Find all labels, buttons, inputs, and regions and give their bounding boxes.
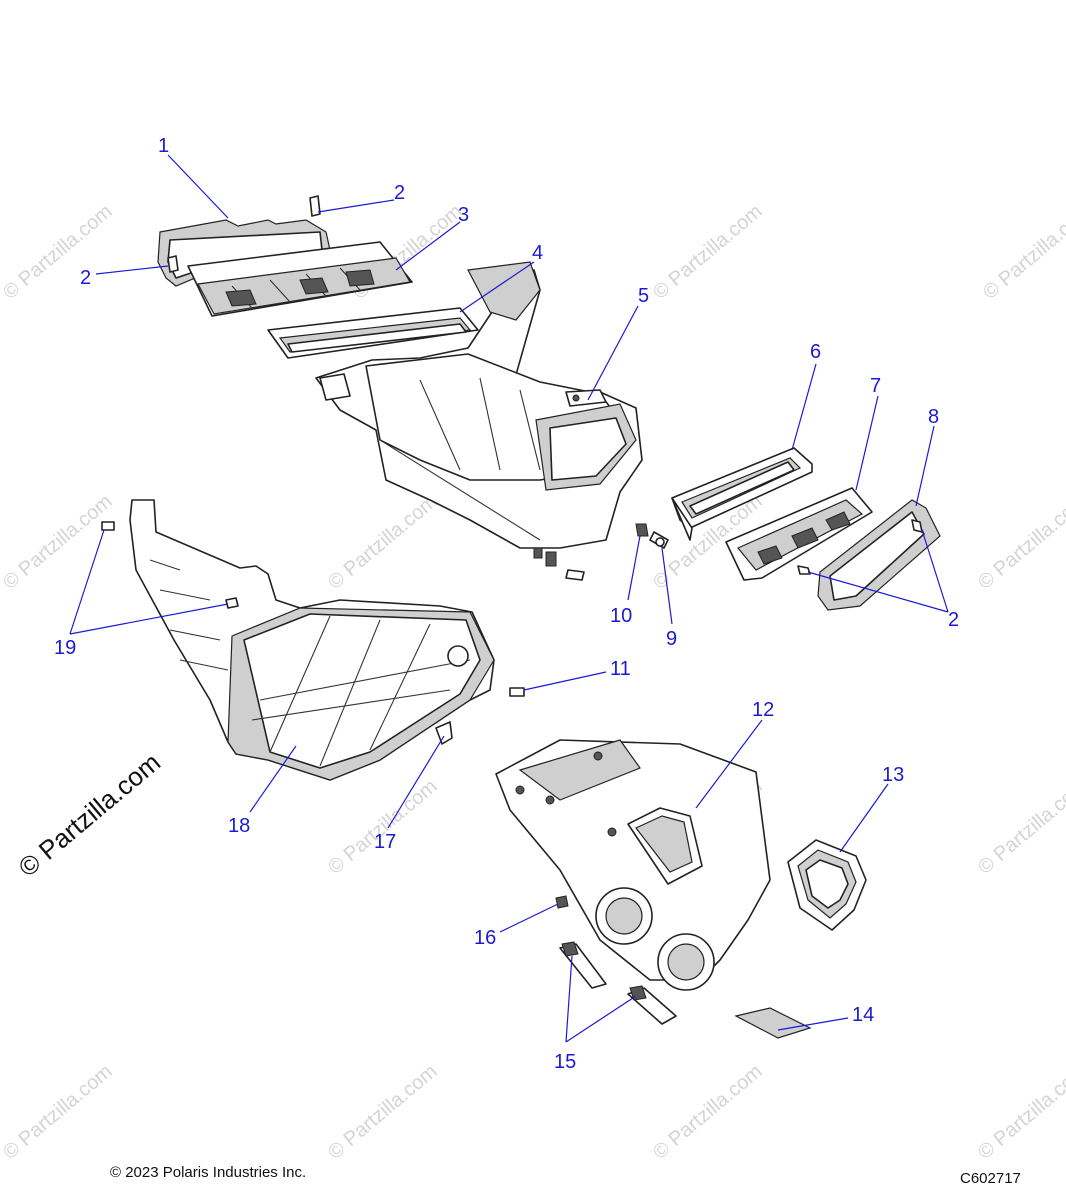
callout-label: 8	[928, 406, 939, 428]
callout-10: 10	[610, 535, 641, 627]
callout-2-right: 2	[807, 529, 959, 631]
watermark: © Partzilla.com	[324, 490, 441, 593]
callout-8: 8	[915, 406, 939, 507]
watermark: © Partzilla.com	[324, 775, 441, 878]
callout-label: 2	[394, 182, 405, 204]
part-12-airbox	[495, 739, 771, 991]
callout-label: 11	[610, 658, 631, 680]
part-8-gasket	[817, 499, 941, 611]
part-13-seal-ring	[787, 839, 867, 931]
callout-label: 7	[870, 375, 881, 397]
callout-label: 17	[374, 831, 396, 853]
watermark: © Partzilla.com	[979, 200, 1066, 303]
watermark: © Partzilla.com	[974, 775, 1066, 878]
callout-label: 13	[882, 764, 904, 786]
callout-7: 7	[855, 375, 881, 491]
callouts: 1 2 2 3 4 5 6 7	[54, 135, 959, 1073]
callout-label: 9	[666, 628, 677, 650]
callout-1: 1	[158, 135, 229, 219]
callout-label: 12	[752, 699, 774, 721]
watermark: © Partzilla.com	[649, 200, 766, 303]
copyright-notice: © 2023 Polaris Industries Inc.	[110, 1164, 307, 1181]
watermark: © Partzilla.com	[974, 490, 1066, 593]
callout-label: 18	[228, 815, 250, 837]
part-15-clamps	[559, 941, 677, 1025]
watermark: © Partzilla.com	[0, 200, 116, 303]
watermark: © Partzilla.com	[0, 490, 116, 593]
callout-label: 16	[474, 927, 496, 949]
callout-13: 13	[839, 764, 904, 853]
watermark-layer: © Partzilla.com © Partzilla.com © Partzi…	[0, 200, 1066, 1163]
watermark-large: © Partzilla.com	[13, 747, 166, 883]
callout-3: 3	[395, 204, 469, 271]
part-5-main-housing	[315, 261, 643, 567]
callout-15: 15	[554, 955, 637, 1073]
callout-16: 16	[474, 903, 559, 949]
callout-label: 3	[458, 204, 469, 226]
callout-12: 12	[695, 699, 774, 809]
callout-label: 1	[158, 135, 169, 157]
callout-2-top-left: 2	[80, 265, 169, 289]
part-14-foam-pad	[734, 1007, 812, 1039]
part-18-intake-housing	[129, 499, 495, 781]
callout-9: 9	[661, 547, 677, 650]
diagram-code: C602717	[960, 1170, 1021, 1187]
callout-label: 19	[54, 637, 76, 659]
watermark: © Partzilla.com	[974, 1060, 1066, 1163]
part-6-frame	[671, 447, 813, 541]
callout-label: 14	[852, 1004, 874, 1026]
callout-label: 2	[948, 609, 959, 631]
callout-6: 6	[791, 341, 821, 451]
callout-label: 15	[554, 1051, 576, 1073]
part-4-slim-duct	[267, 307, 479, 359]
callout-19: 19	[54, 529, 229, 659]
part-7-duct	[725, 487, 873, 581]
callout-5: 5	[587, 285, 649, 401]
watermark: © Partzilla.com	[324, 1060, 441, 1163]
callout-label: 4	[532, 242, 543, 264]
watermark: © Partzilla.com	[649, 1060, 766, 1163]
callout-label: 5	[638, 285, 649, 307]
callout-label: 10	[610, 605, 632, 627]
part-3-upper-duct	[187, 241, 413, 317]
fasteners	[101, 195, 923, 909]
callout-label: 2	[80, 267, 91, 289]
callout-18: 18	[228, 745, 297, 837]
callout-14: 14	[777, 1004, 874, 1031]
watermark: © Partzilla.com	[0, 1060, 116, 1163]
callout-11: 11	[523, 658, 631, 691]
callout-2-top-right: 2	[317, 182, 405, 213]
callout-4: 4	[459, 242, 543, 313]
callout-label: 6	[810, 341, 821, 363]
callout-17: 17	[374, 735, 445, 853]
